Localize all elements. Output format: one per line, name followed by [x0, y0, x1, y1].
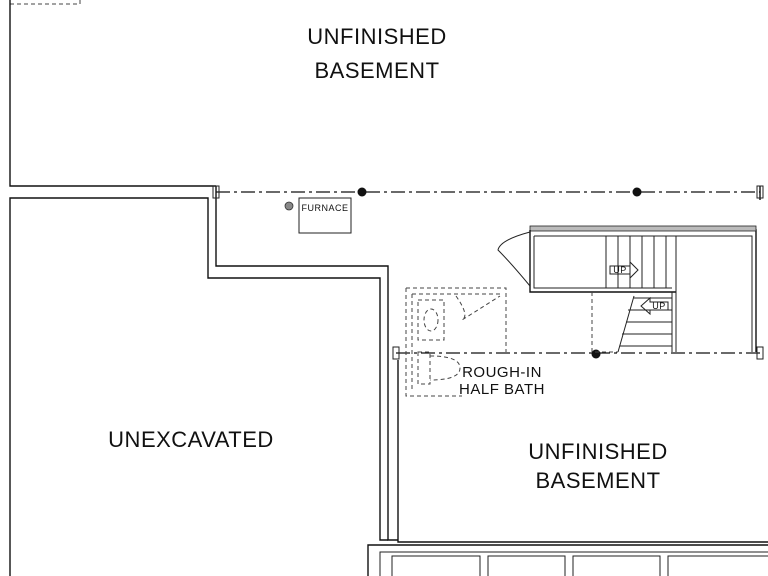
toilet-icon [417, 351, 461, 385]
unexcavated-label: UNEXCAVATED [108, 427, 274, 452]
lower-stair-treads [617, 295, 672, 353]
half-bath-line1: ROUGH-IN [462, 364, 542, 381]
furnace-label: FURNACE [301, 203, 348, 213]
top-basement-line2: BASEMENT [314, 58, 439, 83]
walls [9, 0, 768, 576]
lower-stair-up-label: UP [652, 301, 666, 311]
room-labels: UNFINISHED BASEMENT UNEXCAVATED UNFINISH… [108, 24, 667, 493]
top-left-dashed-edge [10, 0, 81, 5]
half-bath: ROUGH-IN HALF BATH [405, 287, 545, 398]
upper-stair-up-label: UP [613, 265, 627, 275]
lower-beam [392, 346, 764, 360]
lower-stair-arrow: UP [640, 296, 669, 316]
post-1 [357, 187, 367, 197]
upper-stair-treads [605, 236, 667, 288]
bottom-basement-line1: UNFINISHED [528, 439, 667, 464]
half-bath-line2: HALF BATH [459, 381, 545, 398]
post-2 [632, 187, 642, 197]
top-basement-line1: UNFINISHED [307, 24, 446, 49]
bath-door-swing [455, 295, 501, 321]
upper-stair-arrow: UP [609, 260, 639, 280]
stair-enclosure: UP UP [497, 225, 757, 353]
bottom-basement-line2: BASEMENT [535, 468, 660, 493]
stair-door-swing [497, 231, 531, 287]
post-3 [591, 349, 601, 359]
sink-icon [417, 299, 445, 341]
furnace: FURNACE [284, 197, 352, 234]
water-heater-icon [284, 201, 294, 211]
upper-beam [212, 185, 764, 199]
